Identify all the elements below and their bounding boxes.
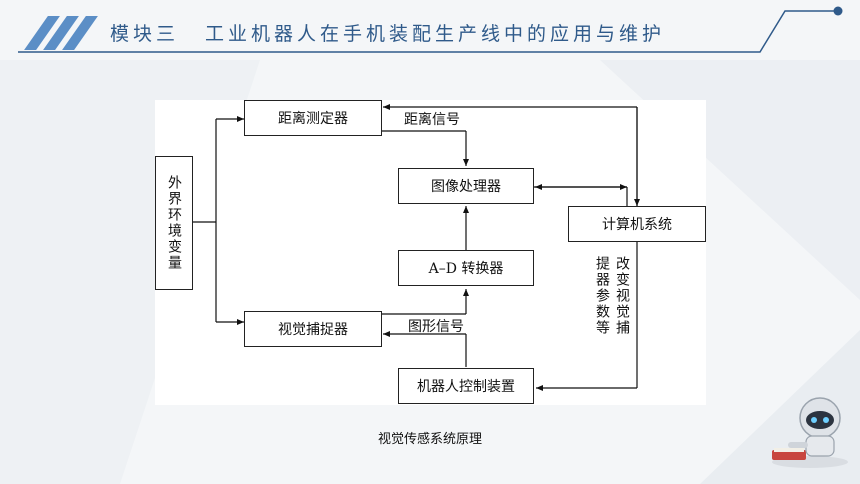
header-rule [18, 6, 843, 53]
node-computer: 计算机系统 [568, 206, 706, 242]
label-param-col2: 提器参数等 [594, 256, 610, 336]
robot-mascot-icon [772, 397, 848, 468]
slide-title: 模块三 工业机器人在手机装配生产线中的应用与维护 [110, 18, 665, 50]
node-env: 外界环境变量 [155, 156, 193, 290]
label-distance-signal: 距离信号 [404, 112, 460, 128]
node-controller: 机器人控制装置 [398, 368, 534, 404]
node-range: 距离测定器 [244, 100, 382, 136]
slide-header: 模块三 工业机器人在手机装配生产线中的应用与维护 [0, 0, 860, 60]
label-param-col1: 改变视觉捕 [614, 256, 630, 336]
node-adc: A–D 转换器 [398, 250, 534, 286]
node-capture: 视觉捕捉器 [244, 311, 382, 347]
module-label: 模块三 [110, 23, 180, 45]
diagram-caption: 视觉传感系统原理 [377, 432, 482, 447]
title-text: 工业机器人在手机装配生产线中的应用与维护 [205, 23, 666, 45]
label-image-signal: 图形信号 [408, 319, 464, 335]
node-image-processor: 图像处理器 [398, 168, 534, 204]
